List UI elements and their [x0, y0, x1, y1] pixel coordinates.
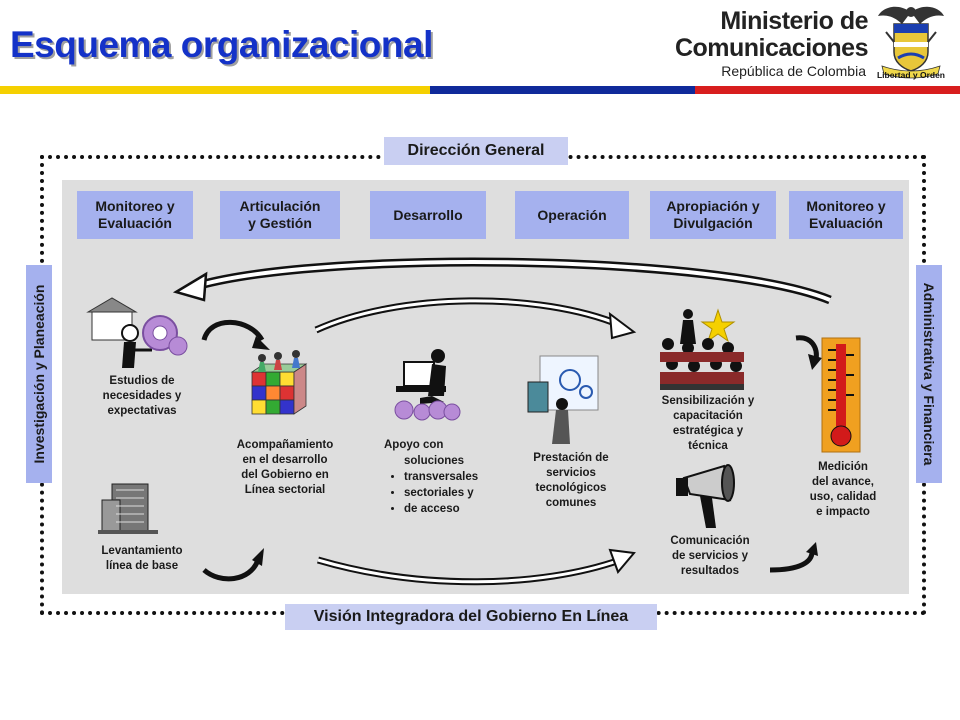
caption-comunicacion: Comunicación de servicios y resultados: [652, 534, 768, 579]
diagram-panel: [62, 180, 909, 594]
stage-line: Evaluación: [809, 215, 883, 231]
caption-medicion: Medición del avance, uso, calidad e impa…: [788, 460, 898, 520]
direccion-general-label: Dirección General: [384, 137, 568, 165]
curved-arrow-icon: [795, 335, 822, 370]
page-title: Esquema organizacional: [10, 24, 433, 65]
bottom-flow-arrow-icon: [317, 548, 636, 586]
caption-estudios: Estudios de necesidades y expectativas: [88, 374, 196, 419]
caption-line: capacitación: [673, 410, 743, 422]
caption-line: de servicios y: [671, 550, 749, 562]
big-return-arrow-icon: [172, 257, 832, 305]
flag-bar-red: [695, 86, 960, 94]
caption-sensibilizacion: Sensibilización y capacitación estratégi…: [648, 394, 768, 454]
caption-line: e impacto: [816, 506, 870, 518]
stage-line: Operación: [537, 206, 607, 223]
investigacion-planeacion-band: Investigación y Planeación: [26, 265, 52, 483]
thermometer-icon: [821, 337, 861, 453]
caption-line: técnica: [688, 440, 728, 452]
stage-line: Divulgación: [673, 215, 753, 231]
house-person-gear-icon: [86, 297, 188, 368]
stage-line: Articulación: [239, 198, 321, 214]
apoyo-bullet: transversales: [404, 469, 508, 485]
curved-arrow-icon: [202, 548, 264, 582]
caption-line: necesidades y: [102, 390, 182, 402]
training-audience-icon: [660, 308, 744, 390]
caption-line: Comunicación: [670, 535, 750, 547]
middle-flow-arrow-icon: [314, 297, 637, 340]
caption-levantamiento: Levantamiento línea de base: [84, 544, 200, 574]
caption-line: del Gobierno en: [241, 469, 329, 481]
caption-line: soluciones: [404, 455, 465, 467]
caption-line: Medición: [818, 461, 868, 473]
shield-motto: Libertad y Orden: [876, 70, 945, 80]
caption-line: Acompañamiento: [236, 439, 334, 451]
stage-line: Evaluación: [98, 215, 172, 231]
rubiks-cube-people-icon: [250, 350, 308, 415]
caption-line: comunes: [545, 497, 597, 509]
caption-prestacion: Prestación de servicios tecnológicos com…: [514, 451, 628, 511]
megaphone-icon: [676, 464, 735, 528]
caption-line: Prestación de: [533, 452, 609, 464]
curved-arrow-icon: [769, 542, 818, 573]
caption-line: tecnológicos: [535, 482, 607, 494]
stage-line: Monitoreo y: [806, 198, 886, 214]
caption-line: Sensibilización y: [661, 395, 755, 407]
ministry-name-line1: Ministerio de: [720, 7, 868, 35]
apoyo-bullet: de acceso: [404, 501, 508, 517]
caption-line: Apoyo con: [384, 439, 444, 451]
stage-operacion: Operación: [515, 191, 629, 239]
caption-line: Estudios de: [109, 375, 175, 387]
vision-integradora-label: Visión Integradora del Gobierno En Línea: [285, 604, 657, 630]
apoyo-bullet: sectoriales y: [404, 485, 508, 501]
building-icon: [98, 483, 158, 534]
coat-of-arms-icon: [876, 2, 946, 86]
curved-arrow-icon: [201, 319, 270, 350]
stage-line: Desarrollo: [393, 206, 463, 223]
caption-line: expectativas: [107, 405, 177, 417]
caption-line: resultados: [680, 565, 740, 577]
tech-services-icon: [527, 355, 599, 444]
ministry-name: Ministerio de Comunicaciones: [674, 7, 869, 62]
caption-acompanamiento: Acompañamiento en el desarrollo del Gobi…: [222, 438, 348, 498]
stage-line: y Gestión: [248, 215, 312, 231]
caption-line: Línea sectorial: [244, 484, 326, 496]
caption-line: línea de base: [105, 560, 179, 572]
stage-line: Apropiación y: [666, 198, 760, 214]
caption-apoyo: Apoyo con soluciones transversales secto…: [384, 437, 508, 517]
caption-line: Levantamiento: [101, 545, 183, 557]
computer-user-gears-icon: [394, 349, 461, 421]
flag-bar-yellow: [0, 86, 430, 94]
caption-line: del avance,: [811, 476, 874, 488]
stage-desarrollo: Desarrollo: [370, 191, 486, 239]
caption-line: servicios: [546, 467, 596, 479]
caption-line: estratégica y: [672, 425, 744, 437]
caption-line: en el desarrollo: [242, 454, 328, 466]
apoyo-bullet-list: transversales sectoriales y de acceso: [384, 469, 508, 517]
ministry-name-line2: Comunicaciones: [674, 34, 869, 62]
stage-line: Monitoreo y: [95, 198, 175, 214]
administrativa-financiera-band: Administrativa y Financiera: [916, 265, 942, 483]
flag-bar-blue: [430, 86, 695, 94]
ministry-country: República de Colombia: [721, 63, 866, 79]
caption-line: uso, calidad: [809, 491, 877, 503]
